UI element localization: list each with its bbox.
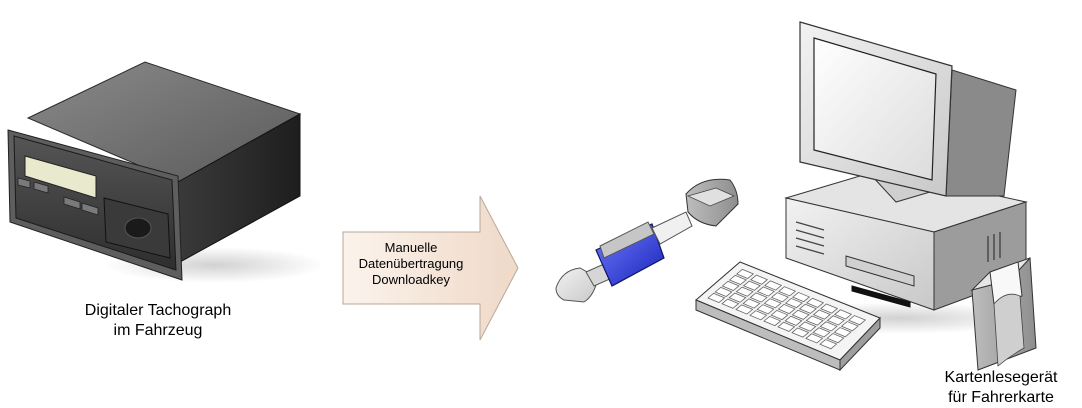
- keyboard-key: [742, 298, 761, 309]
- keyboard-key: [721, 280, 740, 291]
- keyboard-key: [812, 327, 831, 338]
- keyboard-key: [806, 297, 825, 308]
- keyboard-key: [834, 309, 853, 320]
- keyboard-key: [784, 315, 803, 326]
- keyboard-key: [819, 321, 838, 332]
- transfer-label-line1: Manuelle: [384, 240, 438, 255]
- keyboard-key: [770, 292, 789, 303]
- keyboard-key: [707, 292, 726, 303]
- keyboard-key: [770, 309, 789, 321]
- keyboard-key: [728, 292, 747, 303]
- keyboard-key: [749, 292, 768, 303]
- keyboard-key: [833, 327, 852, 338]
- keyboard-key: [798, 303, 817, 314]
- keyboard-key: [735, 286, 754, 297]
- keyboard-key: [791, 327, 810, 338]
- keyboard-key: [805, 315, 824, 326]
- keyboard-key: [721, 298, 740, 309]
- keyboard-key: [756, 286, 775, 297]
- keyboard-key: [763, 315, 782, 327]
- keyboard-key: [819, 339, 838, 350]
- keyboard-key: [764, 280, 783, 291]
- keyboard-icon: [695, 261, 881, 372]
- keyboard-key: [826, 315, 845, 326]
- tachograph-label: Digitaler Tachograph im Fahrzeug: [58, 301, 258, 341]
- card-reader-label-line2: für Fahrerkarte: [948, 389, 1054, 406]
- computer-icon: [760, 21, 1040, 334]
- transfer-label-line3: Downloadkey: [371, 272, 451, 287]
- card-reader-icon: [970, 257, 1037, 371]
- keyboard-key: [812, 309, 831, 320]
- keyboard-key: [778, 286, 797, 297]
- keyboard-key: [784, 297, 803, 309]
- keyboard-key: [749, 310, 768, 321]
- tachograph-device-icon: [7, 61, 325, 283]
- tachograph-label-line2: im Fahrzeug: [113, 322, 203, 339]
- keyboard-key: [777, 303, 796, 315]
- keyboard-key: [756, 304, 775, 315]
- keyboard-key: [798, 321, 817, 332]
- keyboard-key: [728, 274, 747, 285]
- keyboard-key: [826, 333, 845, 344]
- keyboard-key: [848, 315, 867, 326]
- keyboard-key: [735, 304, 754, 315]
- transfer-label-line2: Datenübertragung: [358, 256, 464, 271]
- tachograph-label-line1: Digitaler Tachograph: [84, 302, 232, 319]
- card-reader-label-line1: Kartenlesegerät: [944, 369, 1058, 386]
- keyboard-key: [777, 321, 796, 332]
- keyboard-key: [763, 298, 782, 309]
- keyboard-key: [840, 321, 859, 332]
- keyboard-key: [805, 333, 824, 344]
- keyboard-key: [736, 268, 755, 279]
- keyboard-key: [742, 280, 761, 291]
- keyboard-key: [750, 274, 769, 285]
- keyboard-key: [714, 286, 733, 297]
- download-key-icon: [555, 178, 739, 303]
- card-reader-label: Kartenlesegerät für Fahrerkarte: [926, 368, 1076, 408]
- keyboard-key: [792, 291, 811, 303]
- transfer-arrow: [342, 195, 519, 341]
- keyboard-key: [820, 303, 839, 314]
- keyboard-key: [791, 309, 810, 320]
- transfer-label: Manuelle Datenübertragung Downloadkey: [346, 240, 476, 288]
